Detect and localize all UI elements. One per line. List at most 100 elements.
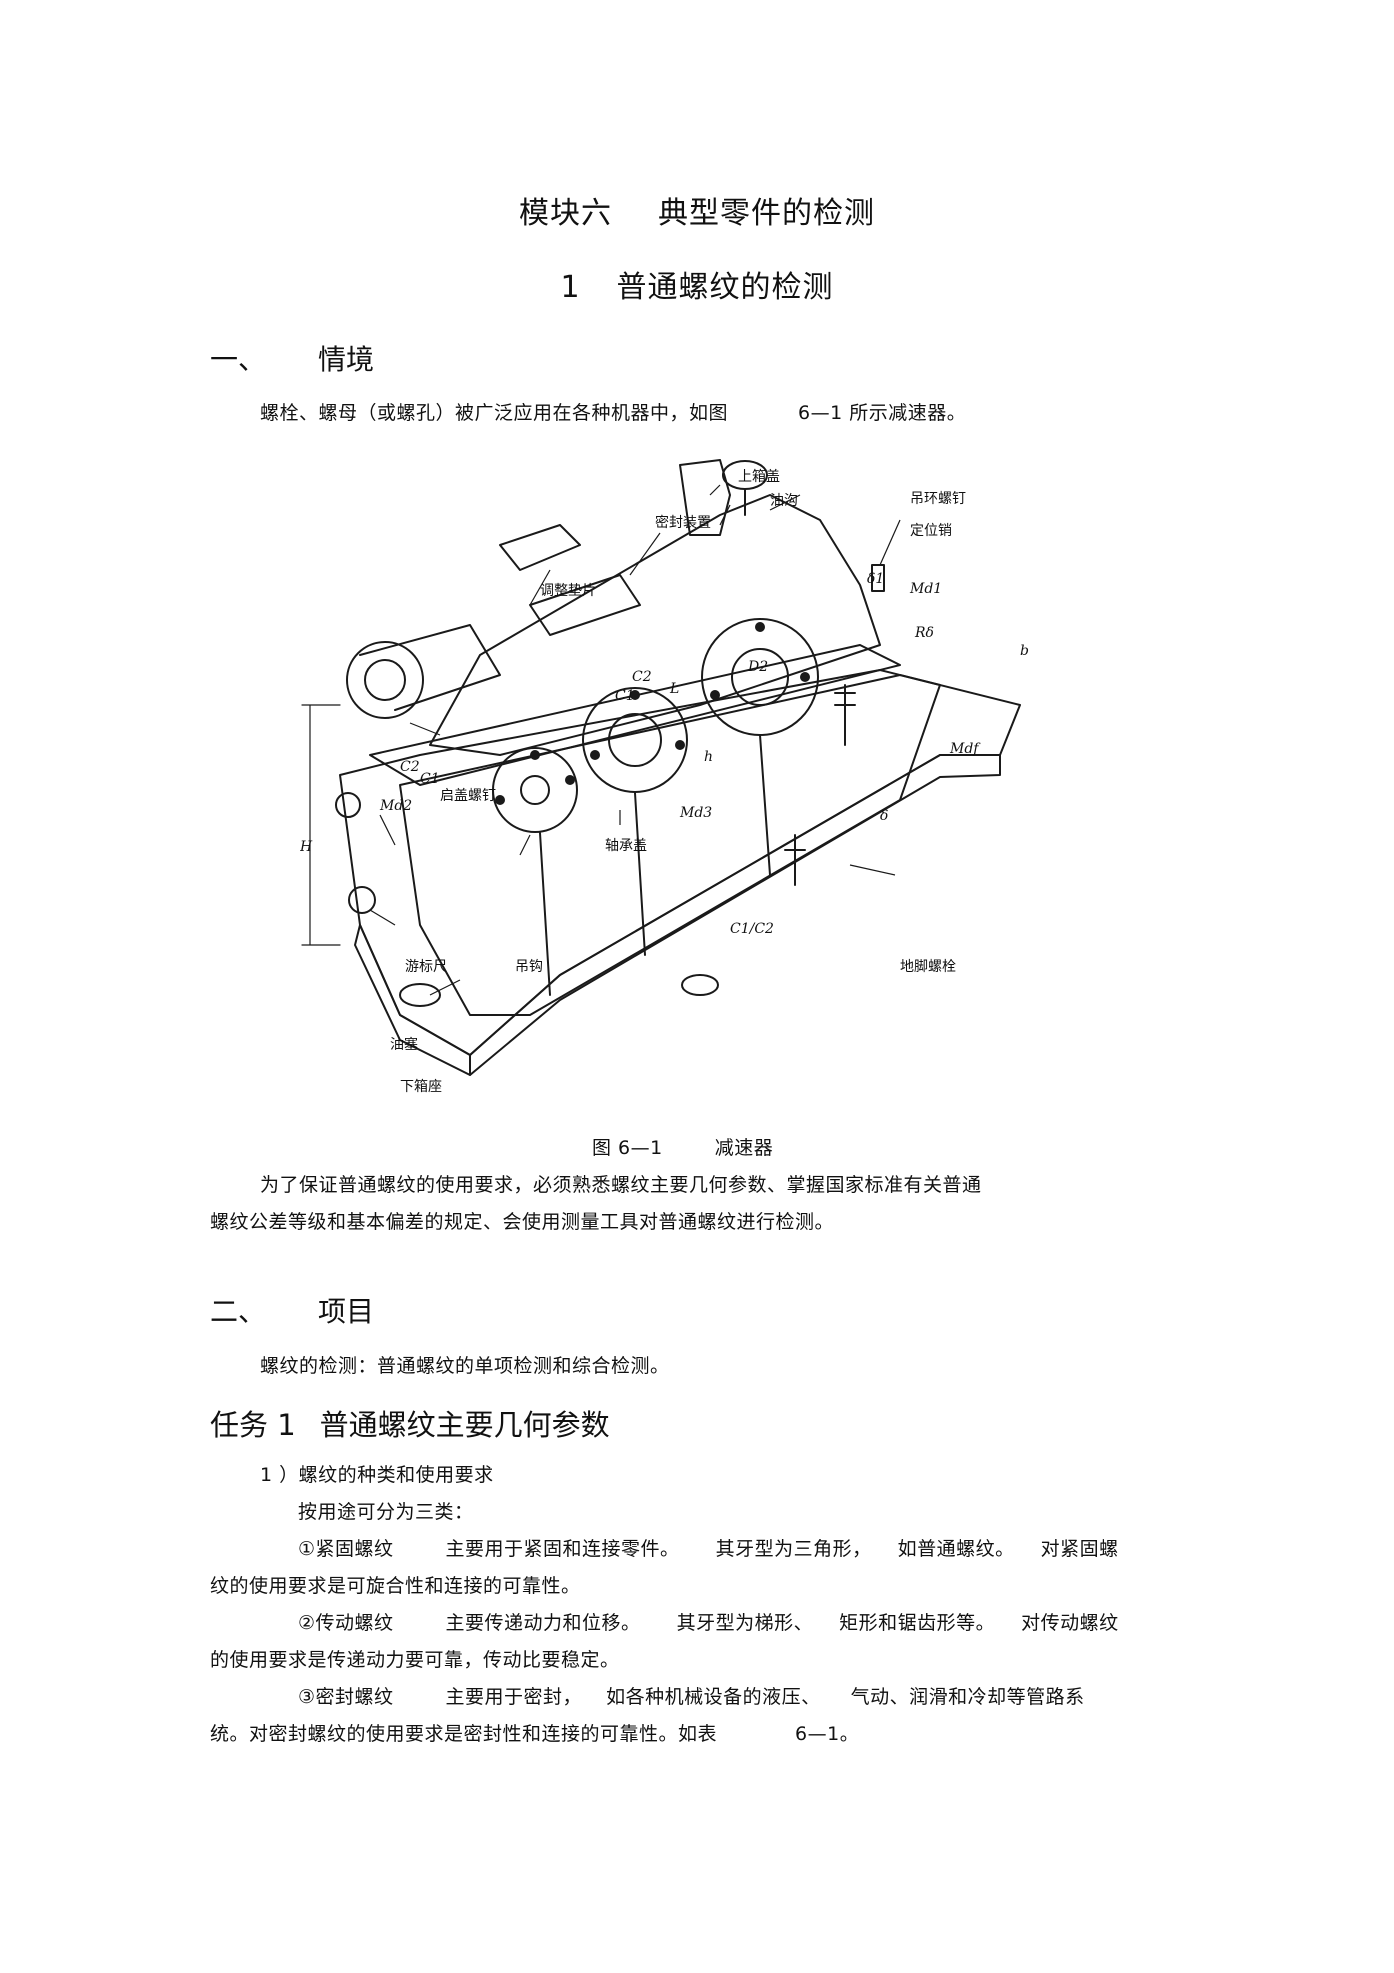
anchor-bolt-shape bbox=[834, 684, 856, 746]
locating-pin bbox=[871, 564, 885, 592]
callout-lower-base: 下箱座 bbox=[400, 1079, 442, 1095]
t2-b: 其牙型为梯形、 bbox=[676, 1612, 814, 1634]
task-label: 任务 1 bbox=[210, 1408, 296, 1442]
intro2-line1: 为了保证普通螺纹的使用要求，必须熟悉螺纹主要几何参数、掌握国家标准有关普通 bbox=[260, 1174, 982, 1196]
bolt-d bbox=[630, 690, 640, 700]
callout-seal: 密封装置 bbox=[655, 514, 711, 531]
figure-caption: 图 6—1 减速器 bbox=[592, 1133, 773, 1160]
dim-h-small: h bbox=[704, 749, 713, 765]
project-paragraph: 螺纹的检测：普通螺纹的单项检测和综合检测。 bbox=[260, 1355, 670, 1377]
t1-d: 对紧固螺 bbox=[1040, 1538, 1119, 1560]
dim-l: L bbox=[669, 681, 679, 697]
dim-md3: Md3 bbox=[679, 805, 712, 821]
gear-reducer-figure: 上箱盖 油沟 吊环螺钉 定位销 密封装置 调整垫片 启盖螺钉 轴承盖 游标尺 吊… bbox=[300, 459, 1029, 1095]
sealing-thread-line2: 统。对密封螺纹的使用要求是密封性和连接的可靠性。如表 6—1。 bbox=[210, 1719, 859, 1746]
bearing-cap-large-bore bbox=[731, 648, 789, 706]
callout-upper-cover: 上箱盖 bbox=[738, 469, 780, 485]
heading-situation: 一、情境 bbox=[210, 338, 374, 378]
t3-a: 主要用于密封， bbox=[445, 1686, 583, 1708]
oil-plug-shape bbox=[348, 886, 376, 914]
module-name: 典型零件的检测 bbox=[658, 196, 875, 231]
t1-a: 主要用于紧固和连接零件。 bbox=[445, 1538, 680, 1560]
t2-name: ②传动螺纹 bbox=[298, 1612, 394, 1634]
bearing-cap-small bbox=[492, 747, 578, 833]
callout-bearing-cap: 轴承盖 bbox=[605, 838, 647, 854]
rib-3 bbox=[759, 734, 771, 876]
t3-line2-a: 统。对密封螺纹的使用要求是密封性和连接的可靠性。如表 bbox=[210, 1723, 718, 1745]
base-hole bbox=[681, 974, 719, 996]
heading-project: 二、 项目 bbox=[210, 1290, 374, 1330]
dim-c2b: C2 bbox=[400, 759, 420, 775]
dim-r-delta: Rδ bbox=[914, 625, 934, 641]
section-name: 普通螺纹的检测 bbox=[616, 270, 834, 305]
intro2-line2: 螺纹公差等级和基本偏差的规定、会使用测量工具对普通螺纹进行检测。 bbox=[210, 1211, 835, 1233]
callout-jack-screw: 启盖螺钉 bbox=[440, 788, 496, 804]
t1-name: ①紧固螺纹 bbox=[298, 1538, 394, 1560]
module-label: 模块六 bbox=[519, 196, 612, 231]
callout-oil-plug: 油塞 bbox=[390, 1036, 418, 1053]
bearing-cap-small-bore bbox=[520, 775, 550, 805]
upper-cover bbox=[429, 494, 881, 756]
t3-b: 如各种机械设备的液压、 bbox=[606, 1686, 821, 1708]
anchor-bolt-lower bbox=[784, 834, 806, 886]
heading-number: 二、 bbox=[210, 1295, 267, 1328]
bolt-b bbox=[565, 775, 575, 785]
bolt-c bbox=[495, 795, 505, 805]
heading-text: 情境 bbox=[318, 343, 375, 376]
dim-md1: Md1 bbox=[909, 581, 942, 597]
fastening-thread-line1: ①紧固螺纹 主要用于紧固和连接零件。 其牙型为三角形， 如普通螺纹。 对紧固螺 bbox=[298, 1534, 1119, 1561]
dim-H bbox=[301, 704, 341, 946]
sealing-thread-line1: ③密封螺纹 主要用于密封， 如各种机械设备的液压、 气动、润滑和冷却等管路系 bbox=[298, 1682, 1085, 1709]
t2-c: 矩形和锯齿形等。 bbox=[839, 1612, 996, 1634]
dim-mdf: Mdf bbox=[949, 741, 981, 757]
transmission-thread-line1: ②传动螺纹 主要传递动力和位移。 其牙型为梯形、 矩形和锯齿形等。 对传动螺纹 bbox=[298, 1608, 1119, 1635]
rib-1 bbox=[539, 832, 551, 996]
base-hole-left bbox=[399, 983, 441, 1007]
bolt-h bbox=[800, 672, 810, 682]
left-bearing-flange bbox=[346, 641, 424, 719]
dipstick-shape bbox=[335, 792, 361, 818]
dim-c2: C2 bbox=[632, 669, 652, 685]
lower-body bbox=[399, 674, 941, 1016]
caption-name: 减速器 bbox=[714, 1137, 774, 1159]
bolt-e bbox=[675, 740, 685, 750]
split-flange bbox=[369, 644, 901, 786]
left-bearing-bore bbox=[364, 659, 406, 701]
input-shaft bbox=[499, 524, 581, 571]
caption-label: 图 6—1 bbox=[592, 1137, 663, 1159]
dim-c1b: C1 bbox=[420, 771, 440, 787]
dim-H-label: H bbox=[300, 839, 313, 855]
t3-c: 气动、润滑和冷却等管路系 bbox=[850, 1686, 1085, 1708]
task-name: 普通螺纹主要几何参数 bbox=[319, 1408, 610, 1442]
dim-d2: D2 bbox=[747, 659, 768, 675]
callout-anchor-bolt: 地脚螺栓 bbox=[900, 959, 956, 975]
bolt-f bbox=[590, 750, 600, 760]
bearing-cap-mid-bore bbox=[608, 713, 662, 767]
callout-oil-groove: 油沟 bbox=[770, 493, 798, 509]
left-shaft-housing bbox=[359, 624, 501, 711]
dim-md2: Md2 bbox=[379, 798, 412, 814]
t1-b: 其牙型为三角形， bbox=[715, 1538, 872, 1560]
intro-text-a: 螺栓、螺母（或螺孔）被广泛应用在各种机器中，如图 bbox=[260, 402, 729, 424]
callout-hook: 吊钩 bbox=[515, 959, 543, 975]
t2-a: 主要传递动力和位移。 bbox=[445, 1612, 641, 1634]
item1-title: 1 ）螺纹的种类和使用要求 bbox=[260, 1464, 494, 1486]
t3-line2-b: 6—1。 bbox=[795, 1723, 860, 1745]
t3-name: ③密封螺纹 bbox=[298, 1686, 394, 1708]
transmission-thread-line2: 的使用要求是传递动力要可靠，传动比要稳定。 bbox=[210, 1649, 620, 1671]
t2-d: 对传动螺纹 bbox=[1021, 1612, 1119, 1634]
base-outline bbox=[339, 669, 1021, 1056]
dim-delta: δ bbox=[880, 808, 888, 824]
callout-locating-pin: 定位销 bbox=[910, 523, 952, 539]
section-number: 1 bbox=[560, 270, 581, 305]
heading-text: 项目 bbox=[318, 1295, 375, 1328]
intro-text-b: 6—1 所示减速器。 bbox=[798, 402, 967, 424]
section-title: 1 普通螺纹的检测 bbox=[0, 262, 1394, 306]
rib-2 bbox=[634, 792, 646, 956]
fastening-thread-line2: 纹的使用要求是可旋合性和连接的可靠性。 bbox=[210, 1575, 581, 1597]
classify-line: 按用途可分为三类： bbox=[298, 1501, 474, 1523]
t1-c: 如普通螺纹。 bbox=[897, 1538, 1015, 1560]
callout-dipstick: 游标尺 bbox=[405, 959, 447, 975]
callout-shim: 调整垫片 bbox=[540, 583, 596, 599]
intro-paragraph: 螺栓、螺母（或螺孔）被广泛应用在各种机器中，如图 6—1 所示减速器。 bbox=[260, 398, 966, 425]
